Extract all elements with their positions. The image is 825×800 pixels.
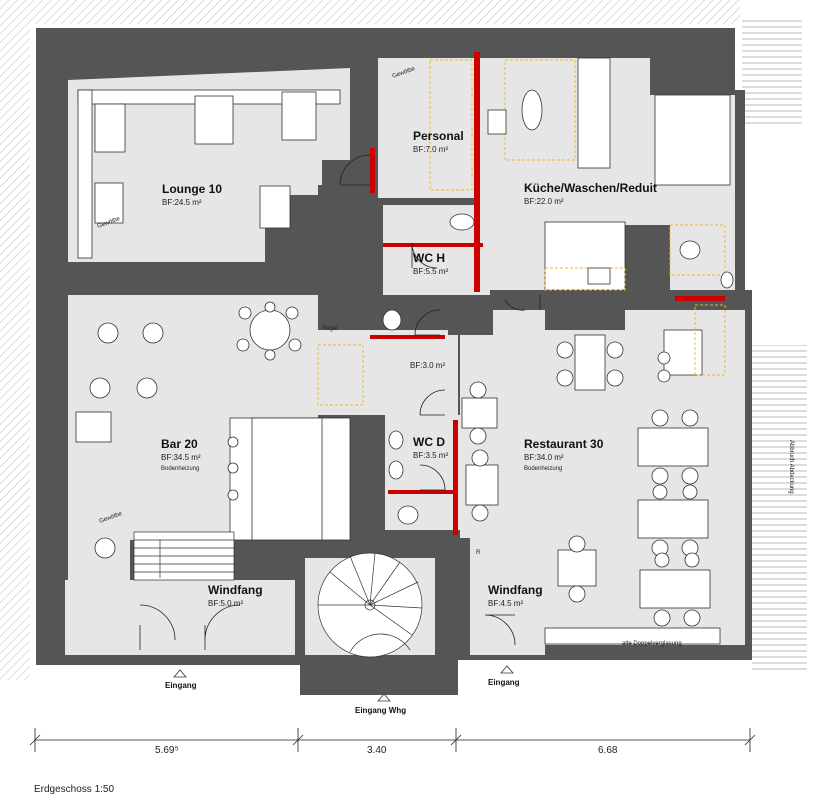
room-name-lounge: Lounge 10 (162, 182, 222, 196)
neighbour-hatch-top (30, 0, 740, 24)
room-name-bar: Bar 20 (161, 437, 198, 451)
room-area-personal: BF:7.0 m² (413, 145, 448, 154)
floor-wch (383, 205, 490, 295)
entrance-label-1: Eingang (165, 681, 197, 690)
interior-walls (36, 185, 670, 658)
room-area-wch: BF:5.5 m² (413, 267, 448, 276)
bar-furniture (75, 301, 302, 559)
room-name-wch: WC H (413, 251, 445, 265)
dimension-line (29, 728, 756, 752)
entrance-markers (173, 665, 514, 702)
new-walls-red (370, 52, 725, 535)
floor-restaurant (460, 310, 745, 645)
restaurant-furniture (461, 334, 721, 645)
label-doppelverglasung: alte Doppelverglasung (622, 641, 682, 647)
entrance-label-2: Eingang (488, 678, 520, 687)
fixtures (77, 57, 731, 541)
room-name-windfang1: Windfang (208, 583, 263, 597)
room-name-windfang2: Windfang (488, 583, 543, 597)
room-area-bar: BF:34.5 m² (161, 453, 201, 462)
dimension-1: 5.69⁵ (155, 745, 179, 756)
room-floors (65, 58, 745, 655)
label-r: R (476, 550, 481, 556)
room-name-kueche: Küche/Waschen/Reduit (524, 181, 657, 195)
room-note-restaurant: Bodenheizung (524, 466, 562, 472)
room-area-wcd: BF:3.5 m² (413, 451, 448, 460)
room-area-kueche: BF:22.0 m² (524, 197, 564, 206)
stair-lines-bottom-right (752, 345, 807, 670)
label-regal: Regal (322, 326, 338, 332)
label-abbruch: Abbruch Abdeckung (788, 440, 794, 494)
doors (139, 154, 541, 650)
stairs (133, 531, 423, 658)
floor-personal (378, 58, 476, 198)
room-area-flur: BF:3.0 m² (410, 361, 445, 370)
plan-caption: Erdgeschoss 1:50 (34, 784, 114, 795)
room-area-lounge: BF:24.5 m² (162, 198, 202, 207)
floor-lounge (68, 68, 350, 262)
stair-lines-top-right (742, 20, 802, 125)
entrance-labels: Eingang Eingang Whg Eingang (165, 678, 520, 715)
dimension-2: 3.40 (367, 745, 387, 756)
room-area-restaurant: BF:34.0 m² (524, 453, 564, 462)
room-name-wcd: WC D (413, 435, 445, 449)
entrance-label-whg: Eingang Whg (355, 706, 406, 715)
floor-windfang1 (65, 580, 295, 655)
room-name-restaurant: Restaurant 30 (524, 437, 604, 451)
floor-flur (318, 330, 458, 415)
room-name-personal: Personal (413, 129, 464, 143)
sanitary-fixtures (317, 59, 734, 525)
room-note-bar: Bodenheizung (161, 466, 199, 472)
neighbour-hatch-left (0, 0, 30, 680)
dimension-3: 6.68 (598, 745, 618, 756)
room-labels: Lounge 10 BF:24.5 m² Personal BF:7.0 m² … (161, 129, 657, 608)
room-area-windfang2: BF:4.5 m² (488, 599, 523, 608)
room-area-windfang1: BF:5.0 m² (208, 599, 243, 608)
